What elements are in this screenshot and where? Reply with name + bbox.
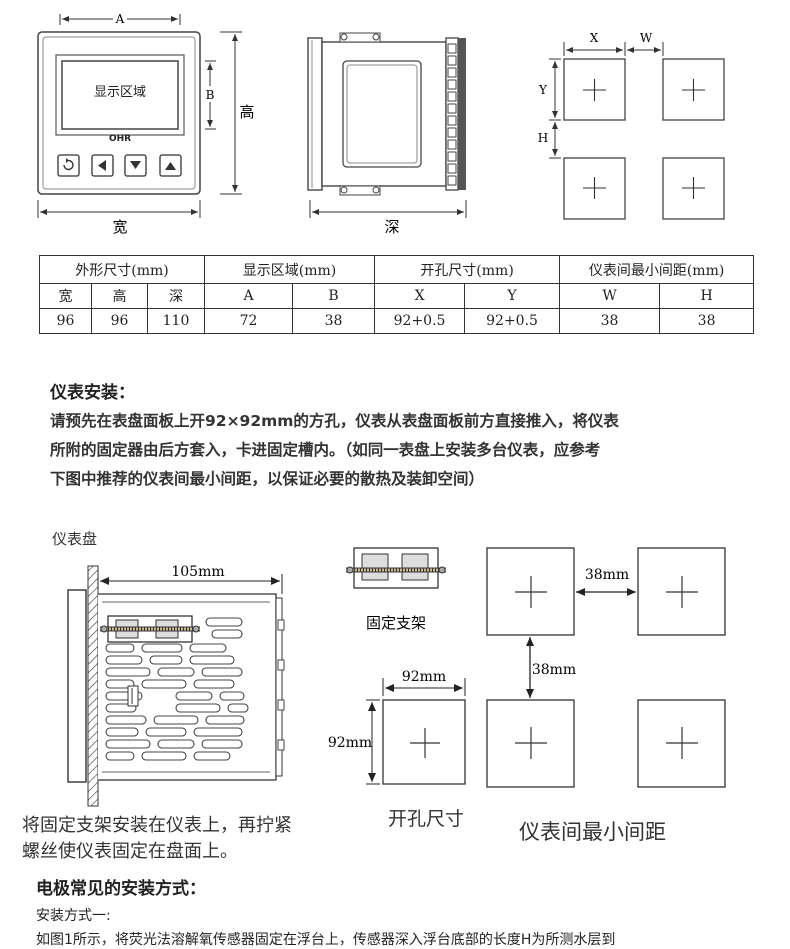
install-line: 请预先在表盘面板上开92×92mm的方孔，仪表从表盘面板前方直接推入，将仪表	[50, 412, 619, 430]
col-header: 高	[91, 283, 148, 309]
cutout-size-diagram: 92mm 92mm	[328, 669, 466, 785]
spacing-diagram: 38mm 38mm	[486, 547, 726, 788]
col-header: X	[374, 283, 466, 309]
svg-text:X: X	[590, 31, 599, 45]
install-paragraph: 请预先在表盘面板上开92×92mm的方孔，仪表从表盘面板前方直接推入，将仪表 所…	[50, 407, 619, 494]
bracket-label: 固定支架	[366, 614, 426, 632]
install-heading: 仪表安装：	[50, 383, 135, 403]
group-display-area: 显示区域(mm)	[204, 255, 376, 284]
col-header: H	[659, 283, 755, 309]
group-cutout-size: 开孔尺寸(mm)	[374, 255, 561, 284]
table-cell: 38	[659, 308, 755, 334]
up-arrow-icon[interactable]	[159, 154, 182, 177]
side-view	[307, 32, 466, 196]
group-outer-size: 外形尺寸(mm)	[38, 255, 206, 284]
svg-text:W: W	[640, 31, 653, 45]
dim-height: 高	[220, 31, 255, 195]
mounting-diagram: 105mm 固定支架 92mm 92mm 38mm	[67, 547, 726, 807]
table-cell: 92+0.5	[464, 308, 561, 334]
svg-text:高: 高	[239, 103, 254, 121]
dim-105mm: 105mm	[97, 564, 283, 594]
brand-logo: OHR	[109, 134, 131, 144]
cutout-spacing-diagram: X W Y H	[538, 31, 725, 220]
mount-note-line: 螺丝使仪表固定在盘面上。	[22, 841, 238, 862]
table-cell: 38	[292, 308, 376, 334]
panel-label: 仪表盘	[52, 530, 98, 548]
mounted-bracket	[100, 615, 200, 643]
bracket-icon	[346, 547, 446, 589]
method-description: 如图1所示，将荧光法溶解氧传感器固定在浮台上，传感器深入浮台底部的长度H为所测水…	[36, 932, 616, 948]
col-header: A	[204, 283, 294, 309]
table-row: 宽 高 深 A B X Y W H	[39, 283, 755, 309]
down-arrow-icon[interactable]	[124, 154, 147, 177]
table-cell: 92+0.5	[374, 308, 466, 334]
svg-text:B: B	[206, 88, 215, 102]
mount-note: 将固定支架安装在仪表上，再拧紧 螺丝使仪表固定在盘面上。	[22, 813, 292, 865]
display-area-box	[61, 60, 179, 130]
table-cell: 96	[91, 308, 148, 334]
spacing-caption: 仪表间最小间距	[519, 820, 666, 844]
svg-text:宽: 宽	[112, 218, 127, 236]
svg-text:92mm: 92mm	[328, 735, 372, 751]
install-line: 下图中推荐的仪表间最小间距，以保证必要的散热及装卸空间）	[50, 470, 485, 488]
table-cell: 72	[204, 308, 294, 334]
svg-text:深: 深	[384, 218, 399, 236]
svg-text:38mm: 38mm	[532, 662, 576, 678]
col-header: Y	[464, 283, 561, 309]
svg-text:105mm: 105mm	[171, 564, 224, 580]
set-icon[interactable]	[57, 154, 80, 177]
dim-width: 宽	[37, 200, 201, 236]
dimension-diagram: 显示区域 OHR A B	[37, 11, 725, 236]
instrument-bezel	[67, 589, 87, 783]
mount-note-line: 将固定支架安装在仪表上，再拧紧	[22, 815, 292, 836]
panel-wall	[87, 565, 99, 807]
svg-text:Y: Y	[538, 83, 548, 97]
col-header: 宽	[39, 283, 92, 309]
electrode-heading: 电极常见的安装方式：	[36, 879, 206, 899]
display-area-label: 显示区域	[94, 85, 146, 100]
dim-a: A	[59, 11, 181, 26]
col-header: 深	[146, 283, 206, 309]
col-header: W	[559, 283, 661, 309]
svg-text:H: H	[538, 131, 548, 145]
method-label: 安装方式一:	[36, 908, 111, 924]
spec-table: 外形尺寸(mm) 显示区域(mm) 开孔尺寸(mm) 仪表间最小间距(mm) 宽…	[38, 255, 755, 334]
cutout-caption: 开孔尺寸	[388, 808, 465, 830]
svg-text:92mm: 92mm	[402, 669, 446, 685]
dim-b: B	[203, 60, 217, 130]
svg-text:38mm: 38mm	[585, 567, 629, 583]
table-cell: 38	[559, 308, 661, 334]
svg-text:A: A	[115, 12, 125, 26]
install-line: 所附的固定器由后方套入，卡进固定槽内。（如同一表盘上安装多台仪表，应参考	[50, 441, 601, 459]
group-min-spacing: 仪表间最小间距(mm)	[559, 255, 755, 284]
dim-depth: 深	[309, 200, 467, 236]
table-row: 96 96 110 72 38 92+0.5 92+0.5 38 38	[39, 308, 755, 334]
table-cell: 96	[39, 308, 92, 334]
col-header: B	[292, 283, 376, 309]
table-cell: 110	[146, 308, 206, 334]
front-view: 显示区域 OHR	[37, 31, 201, 195]
left-arrow-icon[interactable]	[91, 154, 114, 177]
